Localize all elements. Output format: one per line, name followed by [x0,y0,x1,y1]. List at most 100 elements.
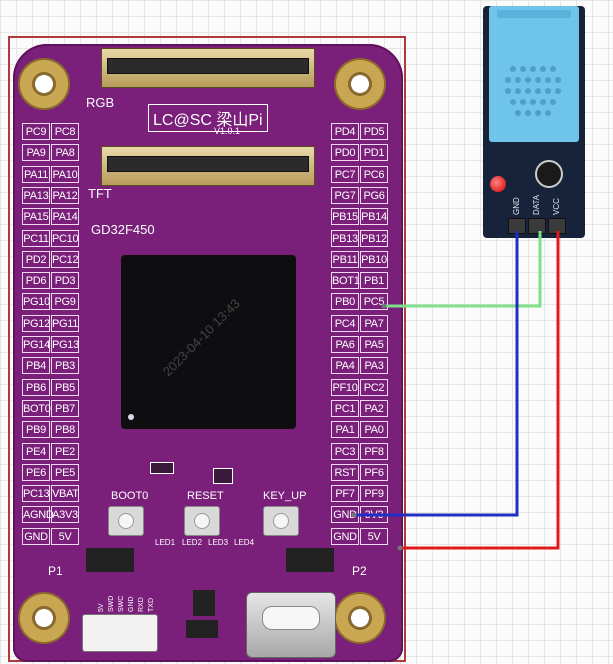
left-pin-2-1: PA10 [51,165,79,183]
left-pin-17-0: PC13 [22,485,50,503]
port-p1: P1 [48,564,63,578]
left-pin-2-0: PA11 [22,165,50,183]
right-pin-15-1: PF8 [360,442,388,460]
led3-label: LED3 [208,538,229,547]
right-pin-8-1: PC5 [360,293,388,311]
vent-hole [540,66,546,72]
right-pin-9-1: PA7 [360,314,388,332]
reset-button[interactable] [184,506,220,536]
right-pin-15-0: PC3 [331,442,359,460]
vent-hole [530,66,536,72]
right-pin-2-1: PC6 [360,165,388,183]
left-pin-19-1: 5V [51,527,79,545]
right-pin-17-1: PF9 [360,485,388,503]
left-pin-3-0: PA13 [22,186,50,204]
left-pin-13-0: BOT0 [22,399,51,417]
dht-power-led [490,176,506,192]
left-pin-14-0: PB9 [22,421,50,439]
chip-label: GD32F450 [91,222,155,237]
right-pin-16-0: RST [331,463,359,481]
dht-sensor-housing [489,6,579,142]
debug-label-5: TXD [148,598,155,612]
left-pin-9-0: PG12 [22,314,50,332]
ldo [193,590,215,616]
right-pin-5-1: PB12 [360,229,388,247]
vent-hole [545,110,551,116]
right-pin-10-1: PA5 [360,336,388,353]
label-tft: TFT [88,186,112,201]
right-pin-13-0: PC1 [331,399,359,417]
left-pin-13-1: PB7 [51,399,79,417]
regulator-left [86,548,134,572]
vent-hole [540,99,546,105]
vent-hole [520,66,526,72]
left-pin-15-0: PE4 [22,442,50,460]
debug-label-2: SWC [118,595,125,612]
vent-hole [505,77,511,83]
reset-label: RESET [187,490,224,502]
right-pin-1-0: PD0 [331,144,359,162]
mcu-pin1-dot [128,414,134,420]
left-pin-7-0: PD6 [22,272,50,290]
dht-label-gnd: GND [512,197,521,215]
keyup-label: KEY_UP [263,490,307,502]
led1-label: LED1 [155,538,176,547]
right-pin-14-0: PA1 [331,421,359,439]
dht-capacitor [535,160,563,188]
jst-connector [82,614,158,652]
right-pin-16-1: PF6 [360,463,388,481]
regulator-right [286,548,334,572]
left-pin-0-1: PC8 [51,123,79,140]
right-pin-13-1: PA2 [360,399,388,417]
left-pin-5-0: PC11 [22,229,50,247]
port-p2: P2 [352,564,367,578]
mount-hole-bl [18,592,70,644]
dht-header-data [528,218,546,234]
right-pin-2-0: PC7 [331,165,359,183]
vent-hole [555,77,561,83]
boot0-button[interactable] [108,506,144,536]
debug-label-1: SWD [108,595,115,612]
left-pin-14-1: PB8 [51,421,79,439]
left-pin-19-0: GND [22,527,50,545]
right-pin-6-0: PB11 [331,250,359,268]
left-pin-8-0: PG10 [22,293,50,311]
left-pin-7-1: PD3 [51,272,79,290]
left-pin-18-1: A3V3 [51,506,79,524]
right-pin-14-1: PA0 [360,421,388,439]
left-pin-1-0: PA9 [22,144,50,162]
vent-hole [515,77,521,83]
left-pin-12-1: PB5 [51,378,79,396]
right-pin-9-0: PC4 [331,314,359,332]
mount-hole-tl [18,58,70,110]
vent-hole [515,110,521,116]
left-pin-9-1: PG11 [51,314,79,332]
vent-hole [535,77,541,83]
led2-label: LED2 [182,538,203,547]
left-pin-1-1: PA8 [51,144,79,162]
dht-header-gnd [508,218,526,234]
left-pin-4-1: PA14 [51,208,79,226]
left-pin-16-1: PE5 [51,463,79,481]
right-pin-0-0: PD4 [331,123,359,140]
label-rgb: RGB [86,95,115,110]
dht-label-data: DATA [532,194,541,215]
left-pin-17-1: VBAT [51,485,79,503]
led4-label: LED4 [234,538,255,547]
right-pin-3-0: PG7 [331,186,359,204]
logo-text: LC@SC 梁山Pi [148,104,268,132]
mount-hole-tr [334,58,386,110]
right-pin-12-0: PF10 [331,378,359,396]
vent-hole [510,99,516,105]
left-pin-6-0: PD2 [22,250,50,268]
vent-hole [515,88,521,94]
left-pin-0-0: PC9 [22,123,50,140]
left-pin-10-0: PG14 [22,336,50,353]
crystal-2 [213,468,233,484]
dht-label-vcc: VCC [552,198,561,215]
vent-hole [510,66,516,72]
debug-label-3: GND [128,596,135,612]
keyup-button[interactable] [263,506,299,536]
left-pin-18-0: AGND [22,506,54,524]
right-pin-19-1: 5V [360,527,388,545]
